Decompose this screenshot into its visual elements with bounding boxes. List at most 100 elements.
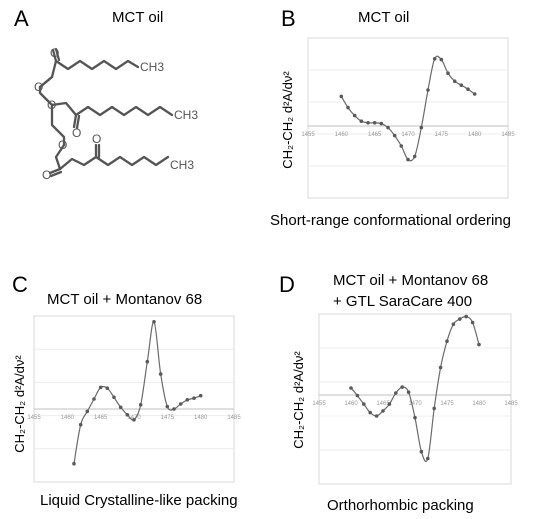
data-point-1474 — [158, 372, 163, 376]
data-point-1471 — [419, 449, 424, 454]
data-point-1479 — [192, 396, 196, 400]
x-tick-label-1480: 1480 — [194, 415, 208, 421]
panel-b-title: MCT oil — [358, 9, 410, 26]
x-tick-label-1460: 1460 — [344, 401, 358, 407]
series-line — [73, 321, 201, 464]
data-point-1460 — [349, 386, 353, 390]
oxygen-atom-7: O — [92, 132, 101, 146]
data-point-1470 — [132, 418, 136, 422]
data-point-1464 — [374, 414, 379, 418]
oxygen-atom-6: O — [42, 168, 51, 182]
data-point-1462 — [362, 402, 366, 406]
data-point-1475 — [165, 404, 170, 409]
data-point-1475 — [445, 339, 449, 343]
data-point-1465 — [381, 409, 385, 413]
data-point-1473 — [432, 406, 436, 411]
data-point-1469 — [399, 144, 404, 148]
methyl-label-1: CH3 — [140, 60, 164, 74]
data-point-1476 — [446, 71, 450, 75]
data-point-1480 — [198, 393, 203, 398]
x-tick-label-1475: 1475 — [161, 415, 175, 421]
data-point-1470 — [406, 157, 410, 162]
data-point-1466 — [379, 121, 384, 126]
panel-c-letter: C — [12, 272, 28, 297]
panel-d-caption: Orthorhombic packing — [327, 497, 474, 514]
series-line — [340, 55, 476, 162]
data-point-1479 — [470, 320, 475, 325]
data-point-1466 — [105, 386, 110, 390]
data-point-1478 — [464, 314, 468, 319]
y-axis-label: CH₂-CH₂ d²A/dν² — [280, 71, 295, 169]
panel-b-caption: Short-range conformational ordering — [270, 212, 511, 229]
data-point-1480 — [472, 92, 477, 96]
x-tick-label-1485: 1485 — [227, 415, 241, 421]
oxygen-atom-4: O — [72, 126, 81, 140]
data-point-1472 — [426, 456, 430, 461]
data-point-1467 — [386, 125, 390, 130]
x-tick-label-1460: 1460 — [335, 132, 349, 138]
oxygen-atom-5: O — [58, 138, 67, 152]
data-point-1468 — [392, 133, 397, 138]
panel-c-caption: Liquid Crystalline-like packing — [40, 492, 238, 509]
panel-d-title-line1: MCT oil + Montanov 68 — [333, 272, 489, 289]
methyl-label-2: CH3 — [174, 108, 198, 122]
data-point-1474 — [438, 365, 443, 370]
x-tick-label-1470: 1470 — [127, 415, 141, 421]
data-point-1478 — [459, 83, 464, 87]
x-tick-label-1470: 1470 — [408, 401, 422, 407]
x-tick-label-1475: 1475 — [440, 401, 454, 407]
panel-b-letter: B — [281, 6, 296, 31]
x-tick-label-1480: 1480 — [468, 132, 482, 138]
data-point-1463 — [85, 409, 90, 414]
data-point-1475 — [439, 57, 444, 62]
data-point-1462 — [352, 113, 357, 118]
data-point-1477 — [452, 79, 457, 83]
data-point-1469 — [406, 390, 411, 394]
panel-a-letter: A — [14, 6, 29, 31]
x-tick-label-1485: 1485 — [501, 132, 515, 138]
plot-frame — [33, 315, 235, 483]
data-point-1468 — [400, 385, 404, 389]
data-point-1474 — [432, 57, 437, 61]
x-tick-label-1460: 1460 — [61, 415, 75, 421]
data-point-1477 — [458, 317, 462, 321]
data-point-1471 — [138, 403, 143, 407]
data-point-1469 — [125, 413, 130, 417]
data-point-1473 — [152, 320, 156, 324]
x-tick-label-1455: 1455 — [301, 132, 315, 138]
data-point-1464 — [92, 397, 96, 401]
data-point-1466 — [387, 402, 392, 406]
data-point-1465 — [372, 121, 377, 125]
mct-oil-structure: O O O O O O O CH3 CH3 CH3 — [34, 46, 198, 182]
x-tick-label-1465: 1465 — [368, 132, 382, 138]
data-point-1467 — [394, 391, 398, 395]
data-point-1463 — [359, 119, 364, 123]
data-point-1479 — [466, 87, 470, 91]
y-axis-label: CH₂-CH₂ d²A/dν² — [291, 351, 306, 449]
data-point-1463 — [368, 410, 372, 415]
data-point-1472 — [419, 125, 424, 130]
data-point-1461 — [355, 393, 360, 398]
methyl-label-3: CH3 — [170, 158, 194, 172]
x-tick-label-1480: 1480 — [472, 401, 486, 407]
plot-frame — [318, 313, 512, 485]
data-point-1480 — [477, 342, 481, 347]
data-point-1472 — [145, 359, 150, 364]
data-point-1477 — [178, 402, 183, 406]
data-point-1467 — [112, 395, 116, 400]
data-point-1468 — [118, 405, 123, 410]
panel-a-title: MCT oil — [112, 9, 164, 26]
oxygen-atom-3: O — [47, 98, 56, 112]
data-point-1471 — [412, 154, 417, 159]
panel-d-title-line2: + GTL SaraCare 400 — [333, 293, 473, 310]
y-axis-label: CH₂-CH₂ d²A/dν² — [12, 355, 27, 453]
data-point-1464 — [366, 121, 370, 125]
panel-c-title: MCT oil + Montanov 68 — [47, 291, 203, 308]
data-point-1461 — [346, 105, 350, 110]
data-point-1476 — [172, 407, 176, 411]
data-point-1473 — [426, 88, 430, 92]
oxygen-atom-2: O — [50, 46, 59, 60]
